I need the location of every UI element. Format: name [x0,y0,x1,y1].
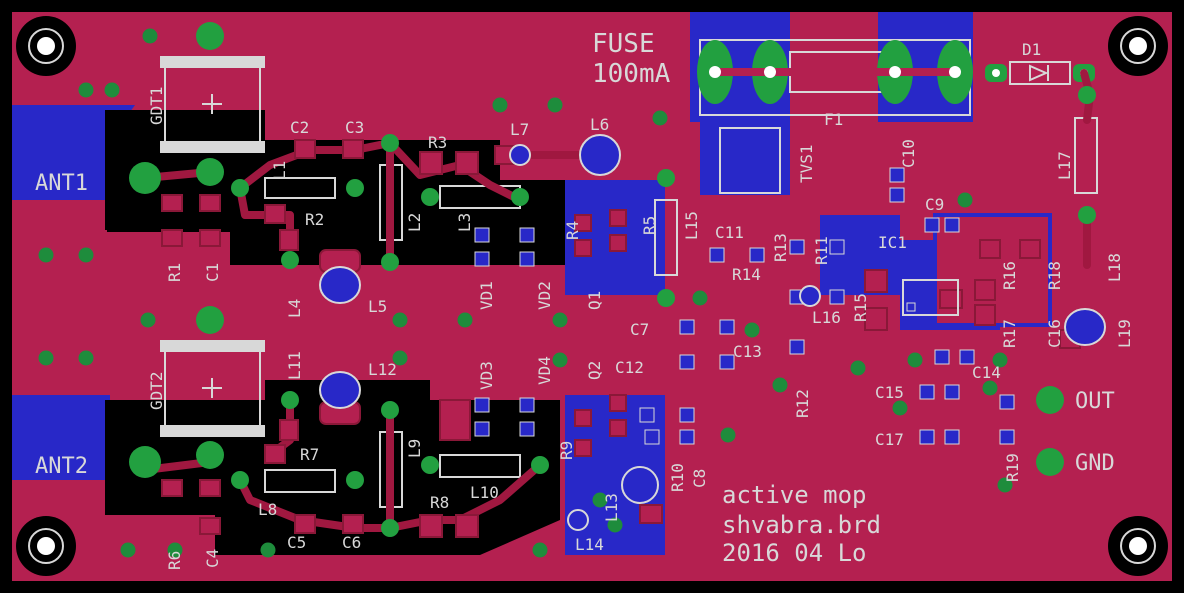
label-l10: L10 [470,483,499,502]
label-l7: L7 [510,120,529,139]
label-vd3: VD3 [477,361,496,390]
smd-pads [161,139,1081,538]
bottom-copper-areas [12,12,1052,555]
label-tvs1: TVS1 [797,144,816,183]
gdt1-outline [160,56,265,153]
label-l6: L6 [590,115,609,134]
label-r6: R6 [165,551,184,570]
label-r4: R4 [563,221,582,240]
label-r3: R3 [428,133,447,152]
label-vd2: VD2 [535,281,554,310]
label-c7: C7 [630,320,649,339]
label-l13: L13 [602,493,621,522]
fuse-holder-f1 [697,39,973,116]
label-r19: R19 [1003,453,1022,482]
gdt2-outline [160,340,265,437]
label-c13: C13 [733,342,762,361]
label-l17: L17 [1055,151,1074,180]
connector-ant1-label: ANT1 [35,171,88,196]
label-c14: C14 [972,363,1001,382]
label-gdt1: GDT1 [147,86,166,125]
label-l11: L11 [285,351,304,380]
label-c4: C4 [203,549,222,568]
mounting-hole-bottom-right [1108,516,1168,576]
board-description: active mop [722,481,867,509]
mounting-holes [16,16,1168,576]
label-l9: L9 [405,439,424,458]
label-l5: L5 [368,297,387,316]
label-c16: C16 [1045,319,1064,348]
label-l16: L16 [812,308,841,327]
label-d1: D1 [1022,40,1041,59]
label-r14: R14 [732,265,761,284]
label-r11: R11 [812,236,831,265]
label-gdt2: GDT2 [147,371,166,410]
label-l15: L15 [682,211,701,240]
label-c2: C2 [290,118,309,137]
label-r13: R13 [771,233,790,262]
mounting-hole-top-right [1108,16,1168,76]
label-r16: R16 [1000,261,1019,290]
fuse-rating-note: 100mA [592,59,671,89]
label-q2: Q2 [585,361,604,380]
label-c11: C11 [715,223,744,242]
connector-ant2-label: ANT2 [35,454,88,479]
label-ic1: IC1 [878,233,907,252]
label-c9: C9 [925,195,944,214]
label-r5: R5 [640,216,659,235]
label-r7: R7 [300,445,319,464]
connector-out-label: OUT [1075,389,1115,414]
label-vd1: VD1 [477,281,496,310]
label-r12: R12 [793,389,812,418]
label-r2: R2 [305,210,324,229]
through-hole-pads [129,22,1096,537]
label-c5: C5 [287,533,306,552]
label-l14: L14 [575,535,604,554]
label-l8: L8 [258,500,277,519]
label-l4: L4 [285,299,304,318]
label-r1: R1 [165,263,184,282]
board-date: 2016 04 Lo [722,539,867,567]
label-vd4: VD4 [535,356,554,385]
mounting-hole-bottom-left [16,516,76,576]
label-c17: C17 [875,430,904,449]
inductor-coils [319,134,1106,531]
label-c3: C3 [345,118,364,137]
label-r15: R15 [851,293,870,322]
ic1-outline [902,279,959,316]
label-l2: L2 [405,213,424,232]
label-l18: L18 [1105,253,1124,282]
bottom-smd-pads [474,167,1015,445]
label-l19: L19 [1115,319,1134,348]
label-c12: C12 [615,358,644,377]
label-c1: C1 [203,263,222,282]
label-r9: R9 [557,441,576,460]
label-r8: R8 [430,493,449,512]
connector-gnd-label: GND [1075,451,1115,476]
board-filename: shvabra.brd [722,511,881,539]
label-c15: C15 [875,383,904,402]
label-c10: C10 [899,139,918,168]
label-l3: L3 [455,213,474,232]
label-q1: Q1 [585,291,604,310]
mounting-hole-top-left [16,16,76,76]
label-c6: C6 [342,533,361,552]
vias [38,28,1013,558]
label-r17: R17 [1000,319,1019,348]
label-r10: R10 [668,463,687,492]
label-c8: C8 [690,469,709,488]
label-f1: F1 [824,110,843,129]
label-l12: L12 [368,360,397,379]
fuse-note: FUSE [592,29,655,59]
label-r18: R18 [1045,261,1064,290]
label-l1: L1 [270,161,289,180]
